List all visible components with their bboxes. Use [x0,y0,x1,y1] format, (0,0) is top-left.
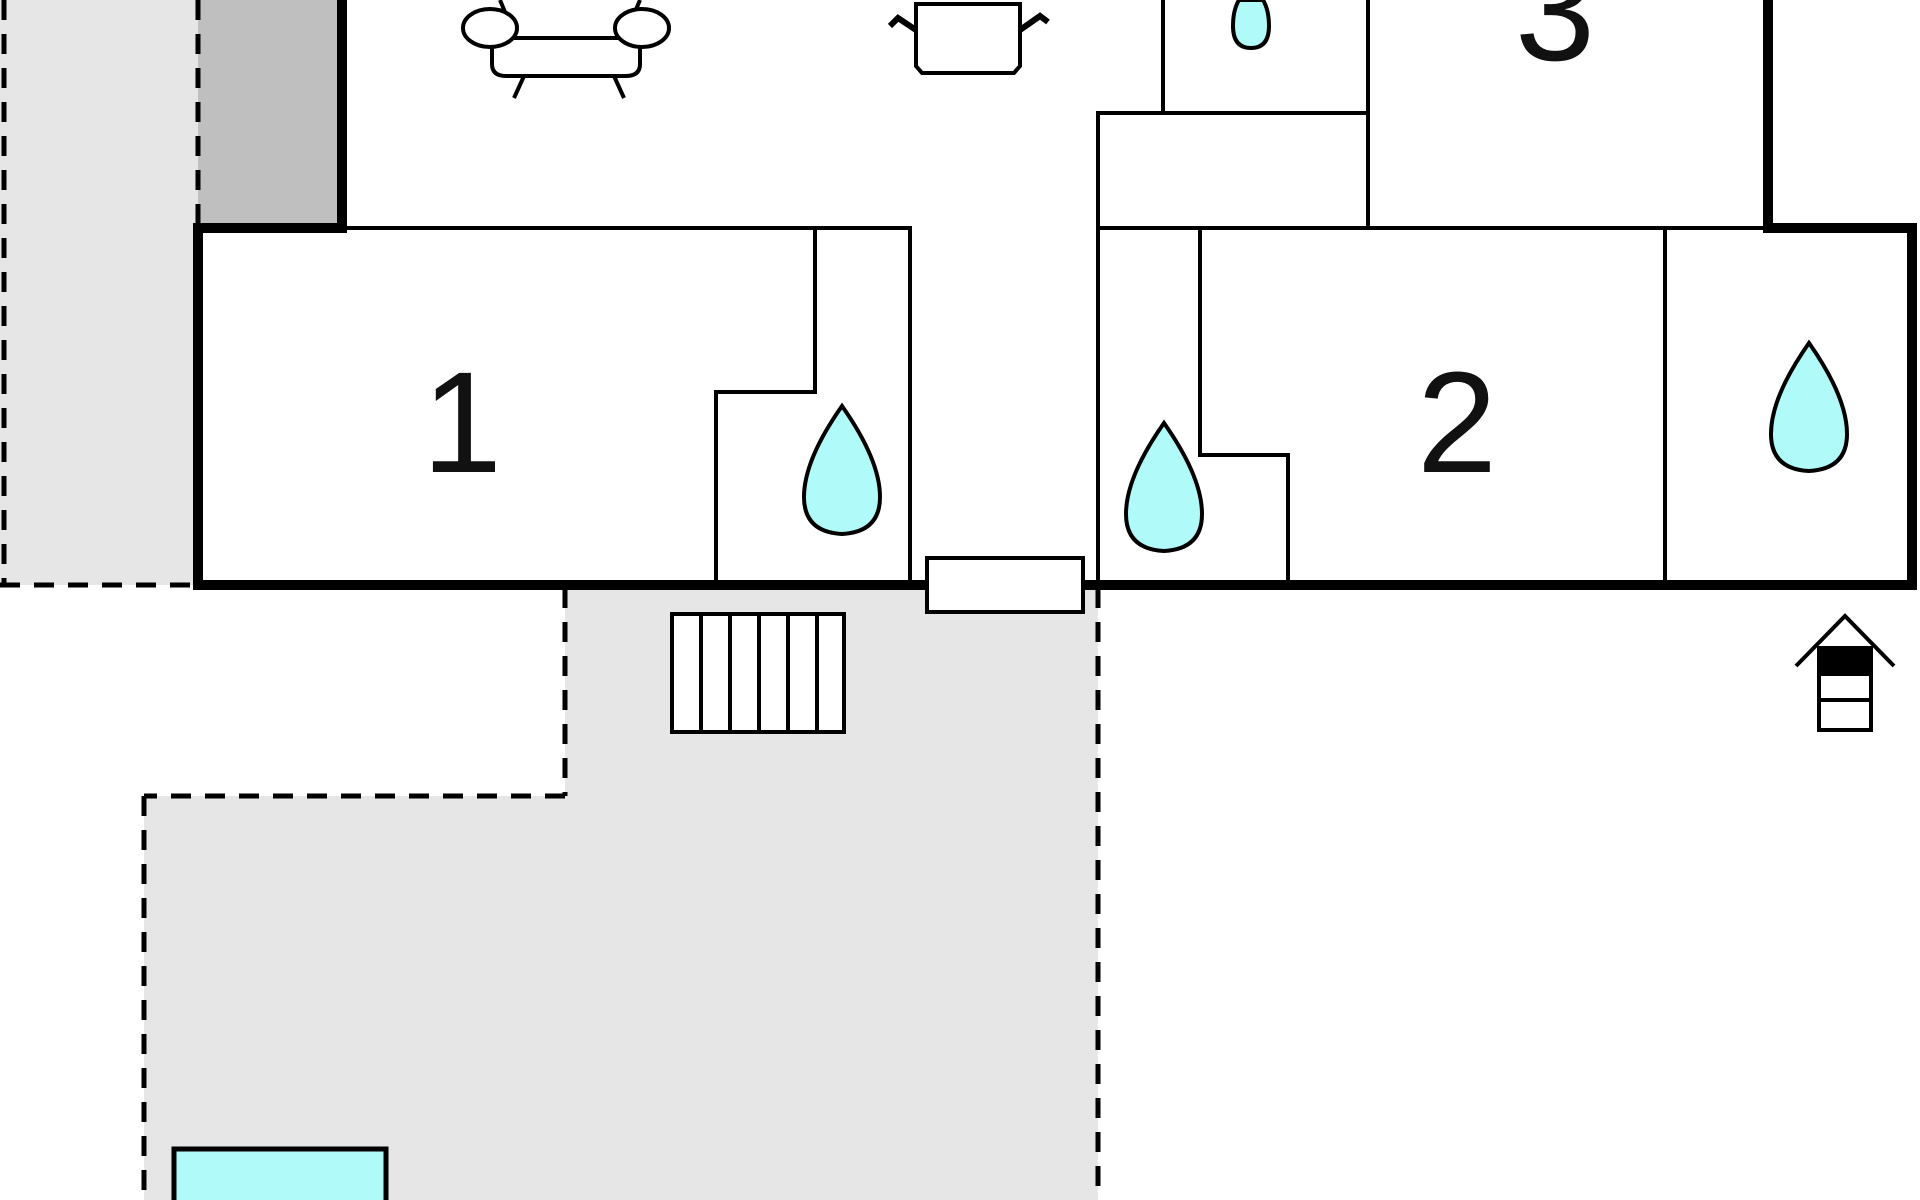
water-drop-icon [1768,339,1850,474]
outer-annex-area [0,0,198,585]
room-label-1: 1 [422,342,502,503]
dark-annex-area [198,0,340,228]
front-door [925,556,1085,614]
cooking-pot-icon [887,2,1050,75]
sofa-icon [461,0,671,99]
room-labels: 1 2 3 [422,0,1595,503]
outdoor-areas [0,0,1098,1200]
water-drop-icon [801,402,883,537]
room-label-3: 3 [1515,0,1595,91]
bathroom-icons [801,0,1850,554]
water-drop-icon [1123,419,1205,554]
stairs-icon [670,612,846,734]
interior-walls [342,0,1768,614]
pool [171,1146,389,1200]
house-entrance-icon [1794,613,1896,732]
terrace-area [144,585,1098,1200]
room-label-2: 2 [1417,342,1497,503]
water-drop-icon [1230,0,1272,51]
dashed-boundaries [0,0,1101,1200]
